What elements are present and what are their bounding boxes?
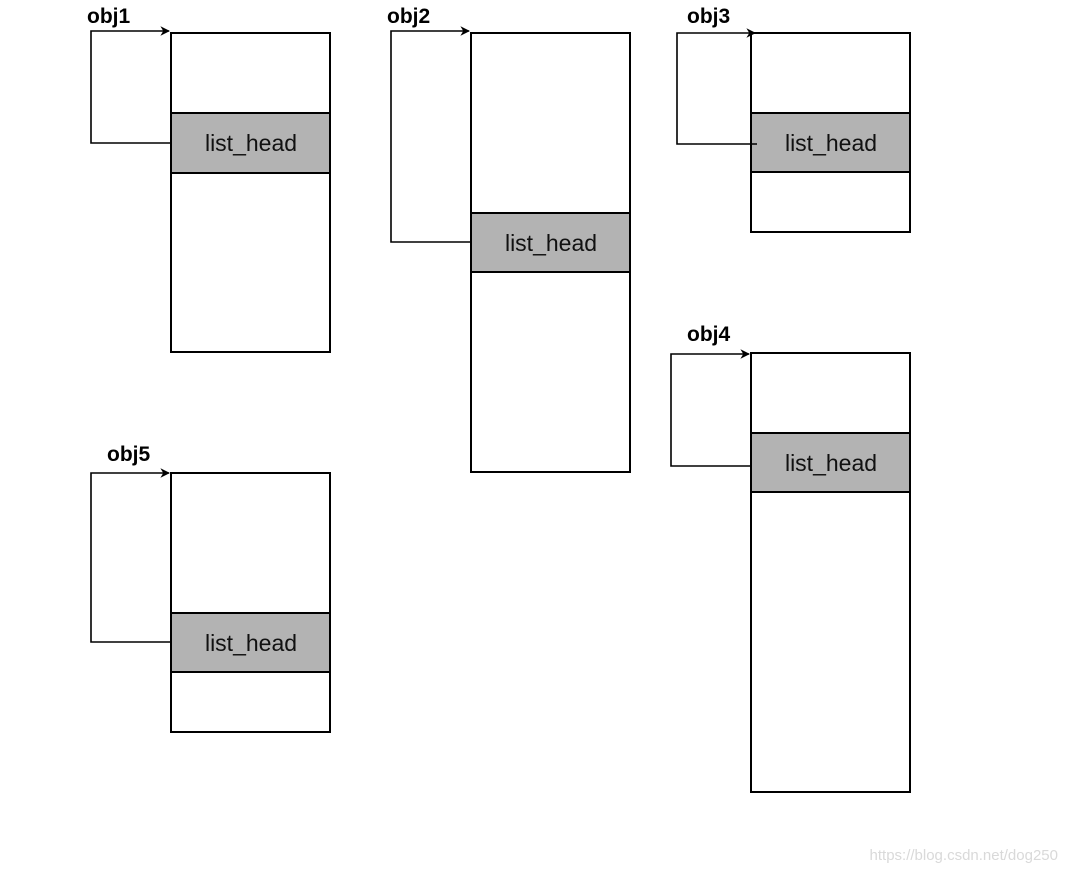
object-label: obj2: [387, 5, 430, 28]
self-pointer-arrow: [390, 26, 471, 243]
list-head-label: list_head: [205, 130, 297, 156]
list-head-label: list_head: [205, 630, 297, 656]
list-head-label: list_head: [785, 130, 877, 156]
list-head-field: [750, 432, 911, 493]
self-pointer-arrow: [90, 26, 171, 144]
list-head-label: list_head: [505, 230, 597, 256]
object-obj4: list_head obj4: [670, 323, 911, 793]
self-pointer-arrow: [676, 28, 757, 145]
object-obj5: list_head obj5: [90, 443, 331, 733]
list-head-field: [170, 112, 331, 174]
list-head-field: [470, 212, 631, 273]
object-box: [170, 32, 331, 353]
object-obj3: list_head obj3: [676, 5, 911, 233]
self-pointer-arrow: [90, 468, 171, 643]
object-label: obj4: [687, 323, 730, 346]
watermark-text: https://blog.csdn.net/dog250: [870, 847, 1058, 864]
list-head-field: [750, 112, 911, 173]
object-box: [750, 352, 911, 793]
object-obj1: list_head obj1: [87, 5, 331, 353]
object-label: obj1: [87, 5, 130, 28]
self-pointer-arrow: [670, 349, 751, 467]
object-label: obj3: [687, 5, 730, 28]
object-obj2: list_head obj2: [387, 5, 631, 473]
list-head-label: list_head: [785, 450, 877, 476]
object-label: obj5: [107, 443, 150, 466]
list-head-field: [170, 612, 331, 673]
object-box: [170, 472, 331, 733]
